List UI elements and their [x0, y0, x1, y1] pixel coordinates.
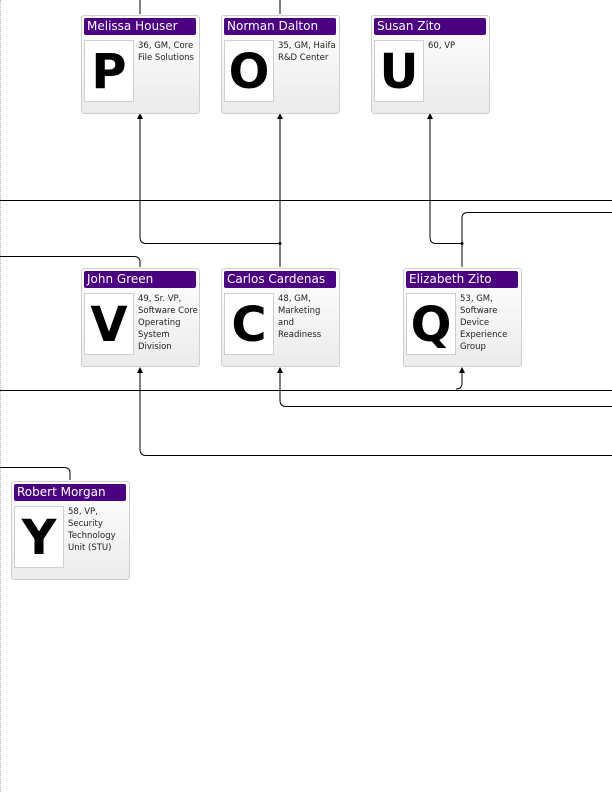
card-info: 60, VP	[428, 41, 456, 51]
page-edge	[0, 0, 2, 792]
connector-john-bottom	[137, 367, 612, 456]
card-name: John Green	[84, 271, 196, 288]
card-name: Elizabeth Zito	[406, 271, 518, 288]
photo-placeholder: V	[84, 293, 134, 355]
card-john-green[interactable]: John Green V 49, Sr. VP, Software Core O…	[81, 268, 200, 367]
card-info: 36, GM, Core File Solutions	[138, 41, 194, 63]
junction-dot	[278, 242, 282, 245]
card-info: 48, GM, Marketing and Readiness	[278, 294, 322, 340]
card-info: 35, GM, Haifa R&D Center	[278, 41, 336, 63]
card-robert-morgan[interactable]: Robert Morgan Y 58, VP, Security Technol…	[11, 481, 130, 580]
card-info: 53, GM, Software Device Experience Group	[460, 294, 508, 352]
card-melissa-houser[interactable]: Melissa Houser P 36, GM, Core File Solut…	[81, 15, 200, 114]
connector-elizabeth-to-susan	[427, 113, 463, 267]
card-carlos-cardenas[interactable]: Carlos Cardenas C 48, GM, Marketing and …	[221, 268, 340, 367]
card-name: Melissa Houser	[84, 18, 196, 35]
connector-robert-top	[0, 467, 71, 480]
connector-elizabeth-right	[461, 212, 612, 244]
connector-carlos-to-melissa	[137, 113, 281, 267]
card-name: Carlos Cardenas	[224, 271, 336, 288]
photo-placeholder: U	[374, 40, 424, 102]
card-name: Robert Morgan	[14, 484, 126, 501]
photo-placeholder: Q	[406, 293, 456, 355]
connector-elizabeth-bottom-branch	[455, 367, 465, 390]
connector-elizabeth-bottom	[277, 367, 612, 407]
photo-placeholder: O	[224, 40, 274, 102]
card-info: 49, Sr. VP, Software Core Operating Syst…	[138, 294, 198, 352]
card-elizabeth-zito[interactable]: Elizabeth Zito Q 53, GM, Software Device…	[403, 268, 522, 367]
connector-john-left	[0, 256, 141, 267]
photo-placeholder: C	[224, 293, 274, 355]
card-name: Susan Zito	[374, 18, 486, 35]
photo-placeholder: P	[84, 40, 134, 102]
photo-placeholder: Y	[14, 506, 64, 568]
card-info: 58, VP, Security Technology Unit (STU)	[68, 507, 116, 553]
card-susan-zito[interactable]: Susan Zito U 60, VP	[371, 15, 490, 114]
junction-dot	[460, 242, 464, 245]
card-norman-dalton[interactable]: Norman Dalton O 35, GM, Haifa R&D Center	[221, 15, 340, 114]
card-name: Norman Dalton	[224, 18, 336, 35]
